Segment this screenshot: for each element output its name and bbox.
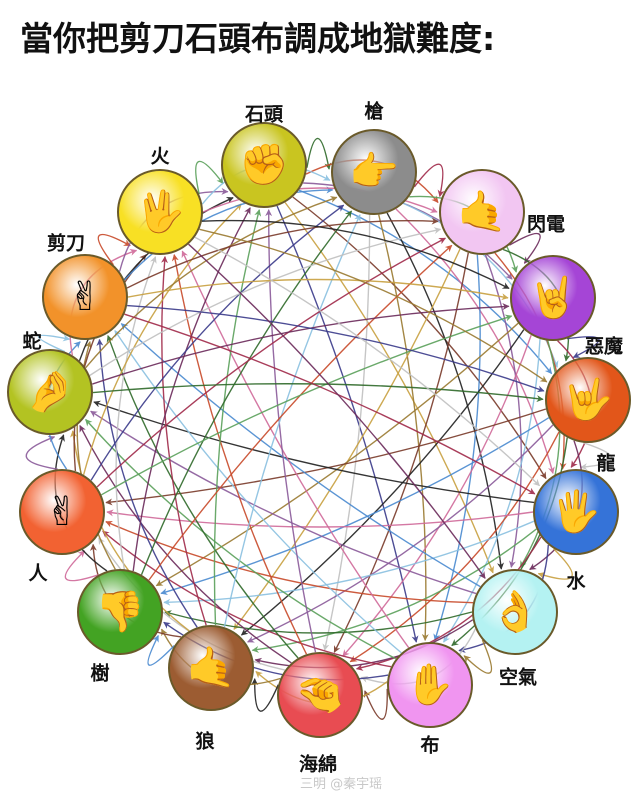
gesture-label-rock: 石頭 xyxy=(244,103,284,126)
gesture-label-dragon: 龍 xyxy=(596,452,616,475)
hand-gesture-icon: 🤘 xyxy=(528,275,578,321)
gesture-label-fire: 火 xyxy=(150,145,170,168)
gesture-node-rock: ✊ xyxy=(221,122,307,208)
hand-gesture-icon: 🤟 xyxy=(563,377,613,423)
gesture-node-human: ✌ xyxy=(19,469,105,555)
gesture-label-air: 空氣 xyxy=(498,666,538,689)
hand-gesture-icon: 🖐 xyxy=(551,489,601,535)
gesture-node-paper: ✋ xyxy=(387,642,473,728)
hand-gesture-icon: ✌ xyxy=(45,489,79,535)
hand-gesture-icon: 🖖 xyxy=(135,189,185,235)
gesture-node-air: 👌 xyxy=(472,569,558,655)
gesture-label-snake: 蛇 xyxy=(22,330,42,353)
hand-gesture-icon: 👌 xyxy=(490,589,540,635)
gesture-label-human: 人 xyxy=(28,562,48,585)
gesture-label-tree: 樹 xyxy=(90,662,110,685)
hand-gesture-icon: ✊ xyxy=(239,142,289,188)
hand-gesture-icon: 🤏 xyxy=(295,672,345,718)
gesture-node-lightning: 🤙 xyxy=(439,169,525,255)
gesture-node-scissors: ✌ xyxy=(42,254,128,340)
gesture-label-paper: 布 xyxy=(420,734,440,757)
gesture-node-fire: 🖖 xyxy=(117,169,203,255)
gesture-node-sponge: 🤏 xyxy=(277,652,363,738)
hand-gesture-icon: 🤙 xyxy=(186,645,236,691)
hand-gesture-icon: ✋ xyxy=(405,662,455,708)
gesture-node-devil: 🤘 xyxy=(510,255,596,341)
gesture-label-scissors: 剪刀 xyxy=(46,232,86,255)
gesture-node-wolf: 🤙 xyxy=(168,625,254,711)
gesture-label-wolf: 狼 xyxy=(195,730,215,753)
gesture-label-devil: 惡魔 xyxy=(584,335,624,358)
hand-gesture-icon: 🤌 xyxy=(25,369,75,415)
page-title: 當你把剪刀石頭布調成地獄難度: xyxy=(20,19,496,58)
watermark: 三明 @秦宇瑶 xyxy=(300,777,383,792)
gesture-label-lightning: 閃電 xyxy=(526,213,566,236)
center-circle xyxy=(292,397,348,453)
hand-gesture-icon: ✌ xyxy=(68,274,102,320)
gesture-node-tree: 👎 xyxy=(77,569,163,655)
gesture-label-sponge: 海綿 xyxy=(298,753,338,776)
gesture-node-snake: 🤌 xyxy=(7,349,93,435)
gesture-node-water: 🖐 xyxy=(533,469,619,555)
gesture-node-gun: 👉 xyxy=(331,129,417,215)
gesture-node-dragon: 🤟 xyxy=(545,357,631,443)
gesture-label-water: 水 xyxy=(566,570,586,593)
hand-gesture-icon: 👉 xyxy=(349,149,399,195)
hand-gesture-icon: 👎 xyxy=(95,589,145,635)
hand-gesture-icon: 🤙 xyxy=(457,189,507,235)
gesture-label-gun: 槍 xyxy=(364,100,384,123)
